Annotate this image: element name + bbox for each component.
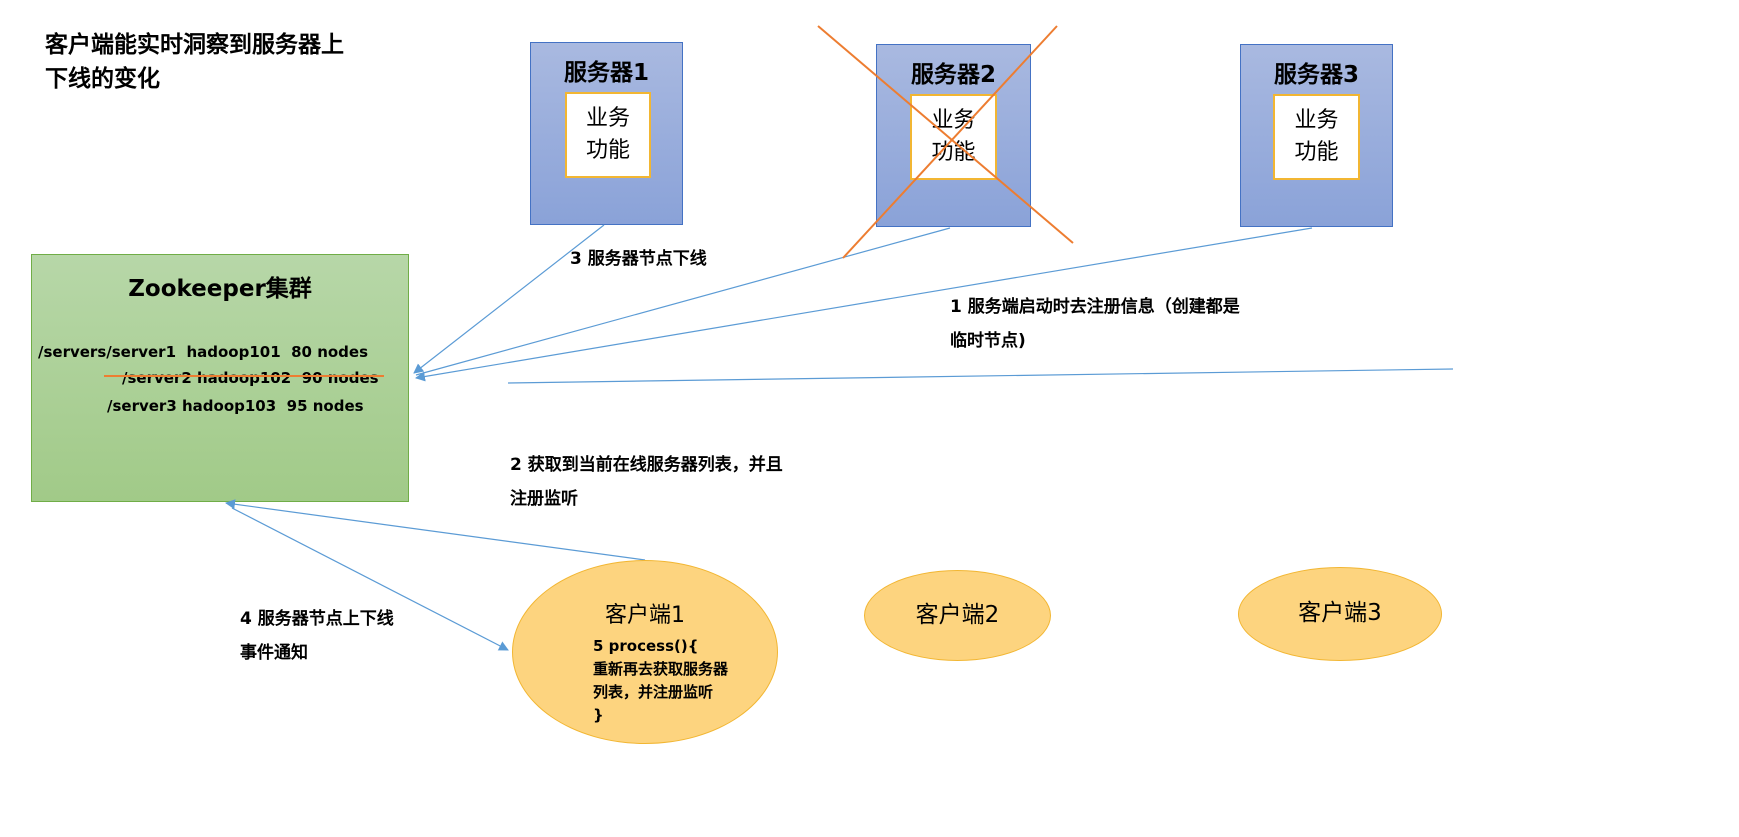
- znode-row: /servers/server1 hadoop101 80 nodes: [38, 343, 369, 361]
- business-function: 业务功能: [565, 92, 651, 178]
- server-1: 服务器1 业务功能: [530, 42, 683, 225]
- cross-icon: [842, 25, 1058, 259]
- server-name: 服务器3: [1273, 62, 1359, 88]
- cross-icon: [817, 25, 1074, 244]
- arrow-server1-offline: [413, 224, 605, 374]
- znode-row: /server3 hadoop103 95 nodes: [107, 397, 364, 415]
- arrow-notify-client: [231, 507, 509, 651]
- zookeeper-title: Zookeeper集群: [128, 276, 312, 302]
- arrow-server3-register: [415, 227, 1313, 382]
- diagram-title: 客户端能实时洞察到服务器上下线的变化: [45, 32, 344, 92]
- client-2: 客户端2: [864, 570, 1051, 661]
- code-line: 重新再去获取服务器: [593, 660, 729, 678]
- znode-row: /server2 hadoop102 90 nodes: [122, 369, 379, 387]
- separator-line: [507, 368, 1454, 384]
- step-1-label: 1 服务端启动时去注册信息（创建都是临时节点): [950, 297, 1240, 351]
- server-2: 服务器2 业务功能: [876, 44, 1031, 227]
- step-2-label: 2 获取到当前在线服务器列表，并且注册监听: [510, 455, 783, 509]
- client-1: 客户端1 5 process(){ 重新再去获取服务器 列表，并注册监听 }: [512, 560, 778, 744]
- client-3: 客户端3: [1238, 567, 1442, 661]
- server-name: 服务器2: [910, 62, 996, 88]
- code-line: 5 process(){: [593, 637, 699, 655]
- server-3: 服务器3 业务功能: [1240, 44, 1393, 227]
- server-name: 服务器1: [563, 60, 649, 86]
- client-name: 客户端1: [605, 603, 685, 628]
- line-server2: [415, 227, 951, 376]
- zookeeper-cluster: Zookeeper集群 /servers/server1 hadoop101 8…: [31, 254, 409, 502]
- arrow-client-fetch: [225, 499, 646, 561]
- business-function: 业务功能: [1273, 94, 1360, 180]
- step-3-label: 3 服务器节点下线: [570, 249, 707, 269]
- step-4-label: 4 服务器节点上下线事件通知: [240, 609, 394, 663]
- code-line: 列表，并注册监听: [593, 683, 714, 701]
- code-line: }: [593, 706, 604, 724]
